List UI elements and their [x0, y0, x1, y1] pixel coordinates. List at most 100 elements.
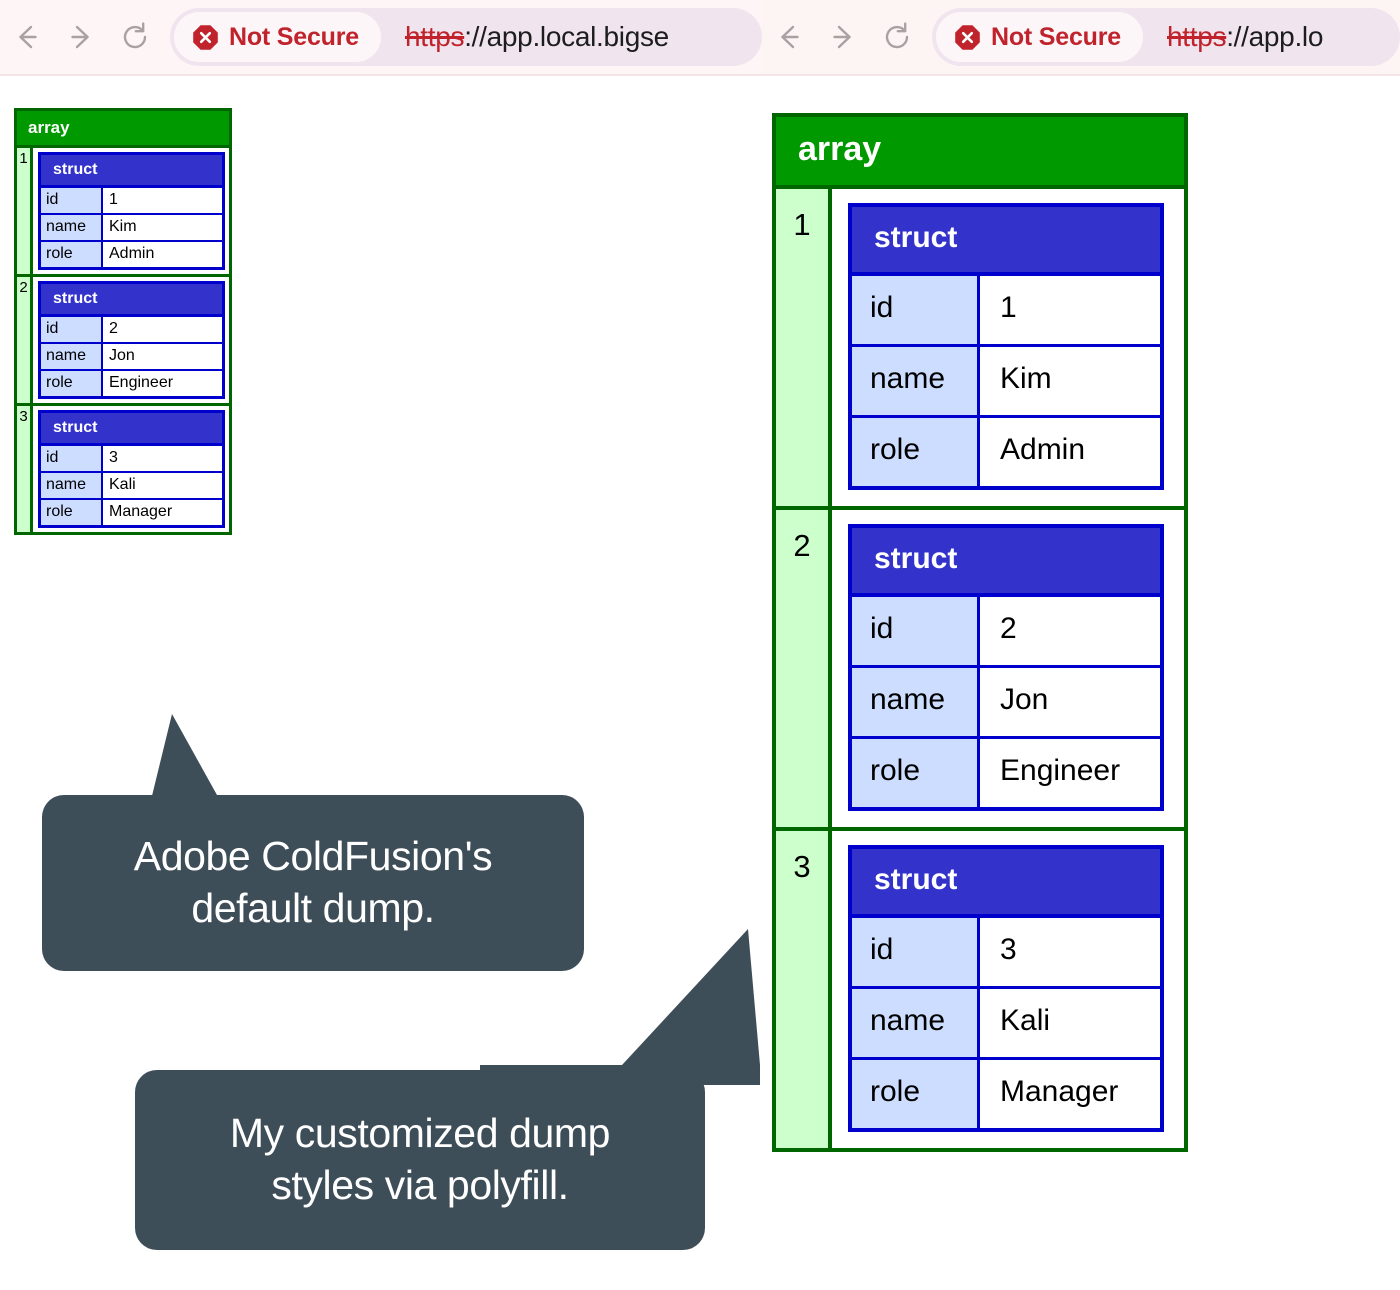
struct-key: id	[41, 446, 103, 471]
struct-key: name	[41, 215, 103, 240]
array-value-cell: struct id 2 name Jon role Engineer	[33, 277, 229, 403]
address-bar-2[interactable]: Not Secure https://app.lo	[932, 8, 1400, 66]
array-value-cell: struct id 3 name Kali role Manager	[33, 406, 229, 532]
reload-button-2[interactable]	[870, 10, 924, 64]
struct-key: role	[41, 242, 103, 267]
struct-key: name	[852, 347, 980, 415]
url-scheme: https	[1166, 21, 1227, 52]
struct-row: id 1	[852, 276, 1160, 344]
struct-key: role	[852, 1060, 980, 1128]
array-header-label: array	[776, 117, 1184, 189]
struct-value: Kim	[980, 347, 1160, 415]
struct-key: name	[852, 989, 980, 1057]
struct-value: 3	[980, 918, 1160, 986]
not-secure-label: Not Secure	[991, 22, 1121, 51]
cfdump-default: array 1 struct id 1 name Kim role Admin	[14, 108, 232, 535]
struct-value: Jon	[980, 668, 1160, 736]
array-value-cell: struct id 2 name Jon role Engineer	[832, 510, 1184, 827]
struct-table: struct id 1 name Kim role Admin	[848, 203, 1164, 490]
forward-button-2[interactable]	[816, 10, 870, 64]
struct-value: Manager	[980, 1060, 1160, 1128]
struct-value: Manager	[103, 500, 222, 525]
back-button-2[interactable]	[762, 10, 816, 64]
struct-header-label: struct	[41, 155, 222, 188]
reload-icon	[880, 20, 914, 54]
struct-header-label: struct	[41, 284, 222, 317]
struct-key: role	[41, 371, 103, 396]
struct-value: 2	[980, 597, 1160, 665]
url-display[interactable]: https://app.local.bigse	[405, 21, 669, 53]
struct-key: name	[41, 473, 103, 498]
url-scheme: https	[404, 21, 465, 52]
forward-button[interactable]	[54, 10, 108, 64]
reload-button[interactable]	[108, 10, 162, 64]
browser-toolbar-custom: Not Secure https://app.lo	[762, 0, 1400, 76]
url-rest: ://app.local.bigse	[464, 21, 669, 52]
struct-key: name	[41, 344, 103, 369]
not-secure-octagon-icon	[192, 24, 219, 51]
struct-value: 2	[103, 317, 222, 342]
struct-row: name Jon	[852, 665, 1160, 736]
struct-row: name Kim	[852, 344, 1160, 415]
struct-row: id 3	[852, 918, 1160, 986]
struct-key: role	[41, 500, 103, 525]
struct-row: id 2	[41, 317, 222, 342]
struct-key: id	[41, 317, 103, 342]
struct-value: Engineer	[980, 739, 1160, 807]
arrow-right-icon	[826, 20, 860, 54]
struct-row: role Engineer	[852, 736, 1160, 807]
struct-header-label: struct	[852, 849, 1160, 918]
struct-row: role Manager	[41, 498, 222, 525]
struct-value: Admin	[103, 242, 222, 267]
struct-key: id	[852, 276, 980, 344]
array-index: 1	[17, 148, 33, 274]
struct-value: Admin	[980, 418, 1160, 486]
not-secure-badge[interactable]: Not Secure	[174, 12, 381, 62]
callout-default-dump: Adobe ColdFusion's default dump.	[42, 795, 584, 971]
not-secure-badge-2[interactable]: Not Secure	[936, 12, 1143, 62]
struct-row: name Kali	[41, 471, 222, 498]
struct-row: role Manager	[852, 1057, 1160, 1128]
array-index: 2	[776, 510, 832, 827]
callout-custom-text: My customized dump styles via polyfill.	[229, 1110, 611, 1208]
struct-row: id 3	[41, 446, 222, 471]
struct-row: name Kali	[852, 986, 1160, 1057]
callout-default-text: Adobe ColdFusion's default dump.	[133, 833, 493, 931]
struct-key: role	[852, 739, 980, 807]
struct-key: role	[852, 418, 980, 486]
struct-row: id 1	[41, 188, 222, 213]
struct-value: Kali	[103, 473, 222, 498]
array-index: 1	[776, 189, 832, 506]
struct-row: name Jon	[41, 342, 222, 369]
struct-header-label: struct	[852, 207, 1160, 276]
struct-value: Jon	[103, 344, 222, 369]
struct-key: id	[41, 188, 103, 213]
not-secure-octagon-icon	[954, 24, 981, 51]
struct-row: id 2	[852, 597, 1160, 665]
back-button[interactable]	[0, 10, 54, 64]
array-item-row: 3 struct id 3 name Kali role Manager	[776, 827, 1184, 1148]
array-item-row: 1 struct id 1 name Kim role Admin	[776, 189, 1184, 506]
struct-key: id	[852, 918, 980, 986]
callout-custom-dump: My customized dump styles via polyfill.	[135, 1070, 705, 1250]
struct-table: struct id 2 name Jon role Engineer	[38, 281, 225, 399]
reload-icon	[118, 20, 152, 54]
array-item-row: 1 struct id 1 name Kim role Admin	[17, 148, 229, 274]
arrow-right-icon	[64, 20, 98, 54]
struct-value: 1	[980, 276, 1160, 344]
array-index: 3	[776, 831, 832, 1148]
array-item-row: 2 struct id 2 name Jon role Engineer	[776, 506, 1184, 827]
array-index: 3	[17, 406, 33, 532]
struct-value: 1	[103, 188, 222, 213]
address-bar[interactable]: Not Secure https://app.local.bigse	[170, 8, 762, 66]
struct-value: Kim	[103, 215, 222, 240]
array-item-row: 2 struct id 2 name Jon role Engineer	[17, 274, 229, 403]
struct-row: role Engineer	[41, 369, 222, 396]
struct-row: role Admin	[852, 415, 1160, 486]
array-value-cell: struct id 1 name Kim role Admin	[832, 189, 1184, 506]
struct-key: name	[852, 668, 980, 736]
arrow-left-icon	[772, 20, 806, 54]
struct-table: struct id 1 name Kim role Admin	[38, 152, 225, 270]
array-index: 2	[17, 277, 33, 403]
url-display-2[interactable]: https://app.lo	[1167, 21, 1323, 53]
